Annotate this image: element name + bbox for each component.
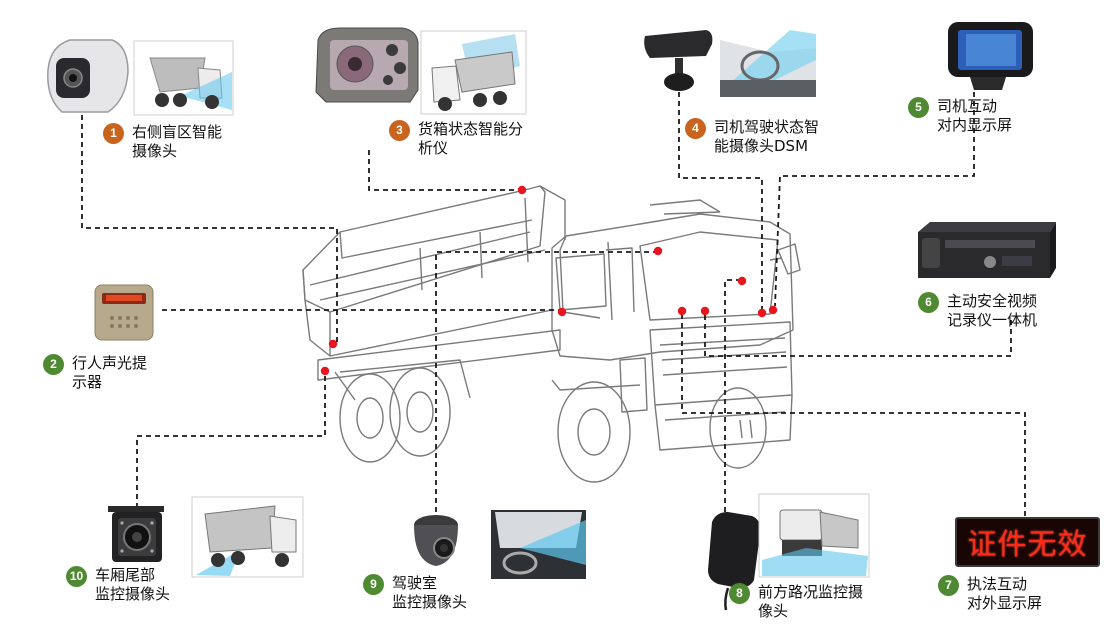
dsm-camera-icon	[644, 30, 713, 91]
number-badge: 3	[389, 120, 410, 141]
number-badge: 7	[938, 575, 959, 596]
front-road-camera-icon	[708, 512, 761, 611]
install-markers	[320, 185, 778, 376]
number-badge: 10	[66, 566, 87, 587]
marker-point	[653, 246, 663, 256]
component-label-4: 4 司机驾驶状态智 能摄像头DSM	[685, 118, 819, 156]
side-blind-spot-camera-icon	[47, 39, 129, 113]
cab-dome-camera-icon	[414, 515, 458, 566]
number-badge: 9	[363, 574, 384, 595]
cab-photo-interior	[491, 510, 586, 579]
component-name: 主动安全视频 记录仪一体机	[947, 292, 1038, 329]
marker-point	[557, 307, 567, 317]
number-badge: 5	[908, 97, 929, 118]
component-name: 前方路况监控摄 像头	[758, 583, 864, 620]
number-badge: 1	[103, 123, 124, 144]
leader-line-7	[681, 312, 1026, 516]
rear-camera-icon	[108, 506, 164, 562]
component-label-3: 3 货箱状态智能分 析仪	[389, 120, 523, 158]
component-label-1: 1 右侧盲区智能 摄像头	[103, 123, 222, 161]
external-led-display-icon: 证件无效	[955, 517, 1100, 567]
marker-point	[677, 306, 687, 316]
led-display-text: 证件无效	[967, 527, 1088, 561]
component-label-6: 6 主动安全视频 记录仪一体机	[918, 292, 1037, 330]
marker-point	[768, 305, 778, 315]
video-recorder-icon	[918, 222, 1056, 278]
component-label-2: 2 行人声光提 示器	[43, 354, 147, 392]
truck-photo-side-camera	[133, 40, 234, 116]
cargo-box-analyzer-icon	[315, 27, 419, 103]
marker-point	[517, 185, 527, 195]
leader-line-8	[724, 279, 742, 512]
component-label-8: 8 前方路况监控摄 像头	[729, 583, 863, 621]
component-name: 司机驾驶状态智 能摄像头DSM	[714, 118, 820, 155]
component-name: 车厢尾部 监控摄像头	[95, 566, 171, 603]
marker-point	[737, 276, 747, 286]
component-name: 司机互动 对内显示屏	[937, 97, 1013, 134]
component-label-9: 9 驾驶室 监控摄像头	[363, 574, 467, 612]
marker-point	[320, 366, 330, 376]
component-name: 行人声光提 示器	[72, 354, 148, 391]
number-badge: 4	[685, 118, 706, 139]
truck-photo-cargo	[420, 30, 527, 115]
leader-line-3	[368, 150, 522, 191]
number-badge: 2	[43, 354, 64, 375]
cab-photo-dsm	[720, 21, 816, 97]
leader-line-1	[81, 115, 338, 342]
component-name: 右侧盲区智能 摄像头	[132, 123, 223, 160]
marker-point	[700, 306, 710, 316]
dump-truck-illustration	[302, 185, 801, 483]
component-name: 货箱状态智能分 析仪	[418, 120, 524, 157]
marker-point	[757, 308, 767, 318]
leader-line-6	[704, 312, 1012, 357]
leader-lines	[81, 92, 1026, 516]
driver-display-icon	[948, 22, 1033, 90]
number-badge: 6	[918, 292, 939, 313]
component-label-7: 7 执法互动 对外显示屏	[938, 575, 1042, 613]
truck-photo-front	[758, 493, 870, 578]
leader-line-4	[678, 92, 763, 312]
component-name: 执法互动 对外显示屏	[967, 575, 1043, 612]
number-badge: 8	[729, 583, 750, 604]
component-label-10: 10 车厢尾部 监控摄像头	[66, 566, 170, 604]
leader-line-5	[774, 92, 975, 307]
leader-line-10	[136, 372, 326, 508]
truck-photo-rear	[191, 496, 304, 578]
component-label-5: 5 司机互动 对内显示屏	[908, 97, 1012, 135]
leader-line-9	[435, 251, 658, 512]
marker-point	[328, 339, 338, 349]
component-name: 驾驶室 监控摄像头	[392, 574, 468, 611]
pedestrian-alarm-icon	[94, 284, 154, 341]
